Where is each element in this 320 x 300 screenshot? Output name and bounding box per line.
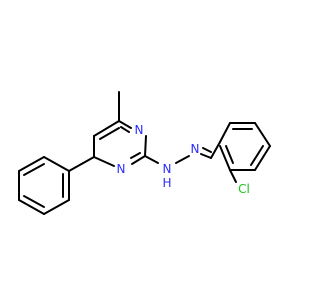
bond-cp-4 — [254, 145, 271, 171]
chlorine-label: Cl — [238, 182, 250, 196]
bond-n3-c2 — [144, 135, 147, 157]
hydrazone-imine-nitrogen-label: N — [191, 142, 200, 156]
bond-ph-5-double — [23, 163, 45, 176]
bond-ph-5 — [18, 156, 45, 172]
bond-c2-nh — [144, 155, 159, 164]
bond-ph-3-double — [23, 195, 45, 208]
bond-c5-c4-double — [99, 127, 120, 140]
bond-c2-n1-double — [130, 152, 141, 159]
hydrazone-nh-hydrogen-label: H — [162, 176, 171, 190]
bond-n-ch — [200, 153, 212, 159]
bond-c6-phenyl — [68, 156, 95, 172]
hydrazone-nh-nitrogen-label: N — [163, 162, 172, 176]
bond-nh-n — [175, 155, 190, 164]
bond-cp-6-double — [225, 145, 234, 164]
atom-labels: N N N H N Cl — [117, 123, 250, 196]
bond-ph-6 — [43, 156, 70, 172]
bond-c2-n1 — [131, 155, 146, 165]
bond-cp-3 — [254, 122, 271, 147]
bond-c4-n3-double — [120, 126, 130, 133]
bond-n1-c6 — [93, 156, 115, 167]
ring-nitrogen-bottom-label: N — [117, 162, 126, 176]
bond-ph-3 — [18, 199, 45, 215]
ring-nitrogen-top-label: N — [135, 123, 144, 137]
bond-cp-1 — [219, 122, 231, 143]
bond-c-cl — [229, 169, 237, 183]
bond-ph-2 — [43, 199, 70, 215]
bond-ch-aryl — [210, 141, 221, 159]
bond-c4-n3 — [118, 120, 132, 129]
bond-c5-c4 — [93, 120, 120, 137]
bond-n-ch-double — [202, 147, 212, 153]
bond-cp-4-double — [250, 145, 264, 166]
bonds — [18, 91, 271, 215]
molecule-structure: N N N H N Cl — [18, 91, 271, 215]
bond-cp-6 — [219, 145, 231, 171]
